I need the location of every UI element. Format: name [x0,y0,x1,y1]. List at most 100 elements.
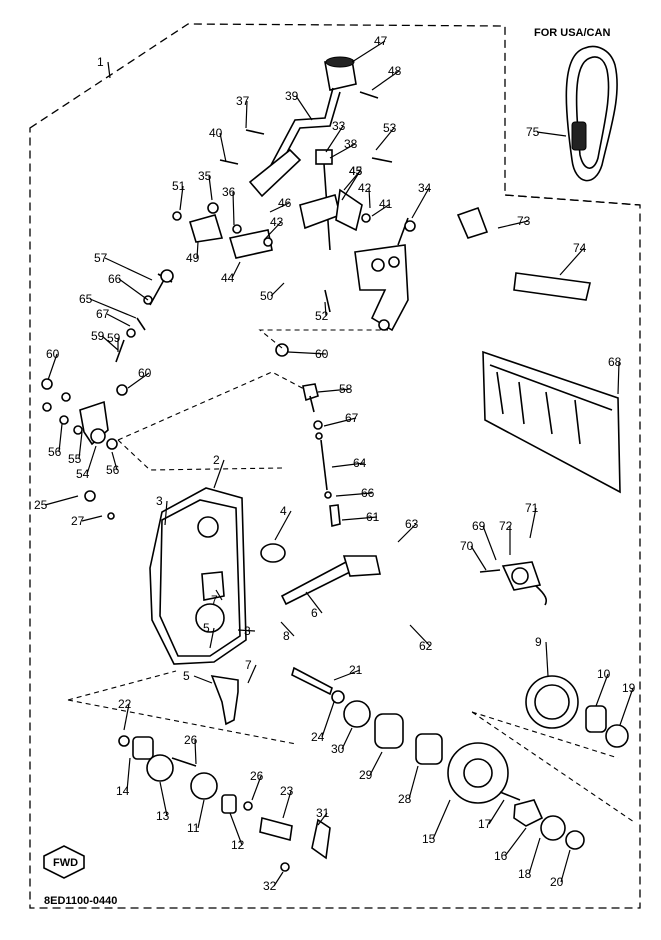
callout-number: 26 [250,769,264,783]
callout-leader [560,849,571,883]
callout-leader [273,871,284,887]
callout-leader [528,837,541,875]
callout-leader [209,627,215,649]
callout-leader [341,516,378,521]
callout-leader [331,462,365,468]
callout-number: 48 [388,64,402,78]
callout-number: 75 [526,125,540,139]
linkage-path-line [117,329,388,471]
callout-leader [559,247,585,276]
callout-number: 65 [79,292,93,306]
fwd-label: FWD [53,857,78,869]
callout-number: 44 [221,271,235,285]
callout-leader [194,739,197,765]
callout-leader [482,525,497,561]
callout-leader [179,185,184,211]
callout-number: 64 [353,456,367,470]
callout-leader [325,125,344,153]
callout-number: 9 [535,635,542,649]
callout-leader [408,765,419,800]
callout-leader [247,664,257,684]
callout-leader [329,143,356,159]
callout-number: 19 [622,681,636,695]
callout-number: 20 [550,875,564,889]
callout-number: 60 [315,347,329,361]
callout-leader [86,445,97,475]
callout-number: 14 [116,784,130,798]
callout-leader [351,40,386,63]
callout-leader [208,175,213,201]
callout-leader [123,703,130,731]
callout-number: 62 [419,639,433,653]
callout-number: 71 [525,501,539,515]
callout-number: 5 [183,669,190,683]
callout-leader [341,170,361,201]
callout-leader [126,757,131,792]
callout-number: 13 [156,809,170,823]
callout-leader [619,687,634,726]
callout-number: 73 [517,214,531,228]
callout-leader [47,353,58,381]
callout-leader [106,313,131,327]
callout-leader [164,500,168,526]
shift-knob [324,56,379,99]
callout-leader [251,775,262,801]
callout-leader [269,202,290,213]
callout-leader [213,459,225,489]
driven-gear [525,675,629,748]
callout-number: 25 [34,498,48,512]
callout-number: 18 [518,867,532,881]
callout-leader [229,812,243,846]
callout-number: 60 [46,347,60,361]
callout-number: 32 [263,879,277,893]
callout-number: 35 [198,169,212,183]
callout-leader [529,507,537,539]
callout-leader [375,127,395,151]
callout-leader [58,423,63,453]
usa-can-region-border [504,194,641,206]
decal-74 [513,272,591,301]
secondary-shaft-stack [118,690,585,872]
callout-leader [44,495,79,506]
callout-leader [197,799,205,829]
callout-number: 37 [236,94,250,108]
callout-number: 45 [349,164,363,178]
callout-number: 66 [361,486,375,500]
callout-number: 7 [211,593,218,607]
lever-5 [210,674,239,726]
callout-number: 8 [283,629,290,643]
callout-number: 24 [311,730,325,744]
callout-leader [193,675,213,684]
callout-leader [324,301,327,317]
callout-number: 31 [316,806,330,820]
callout-leader [497,220,529,229]
upper-linkage [172,129,416,357]
callout-leader [371,70,400,91]
callout-number: 52 [315,309,329,323]
callout-leader [89,298,137,319]
callout-leader [237,629,256,632]
callout-number: 7 [245,658,252,672]
callout-number: 27 [71,514,85,528]
callout-leader [504,827,527,857]
callout-number: 72 [499,519,513,533]
callout-number: 23 [280,784,294,798]
callout-number: 21 [349,663,363,677]
callout-number: 40 [209,126,223,140]
callout-number: 26 [184,733,198,747]
callout-number: 16 [494,849,508,863]
callout-number: 6 [311,606,318,620]
region-caption: FOR USA/CAN [534,27,610,39]
assembly-boundary [29,23,641,909]
callout-number: 39 [285,89,299,103]
forward-arrow-icon: FWD [43,845,85,879]
callout-number: 67 [96,307,110,321]
callout-number: 22 [118,697,132,711]
callout-number: 56 [106,463,120,477]
callout-leader [232,191,235,226]
callout-number: 43 [270,215,284,229]
callout-number: 47 [374,34,388,48]
